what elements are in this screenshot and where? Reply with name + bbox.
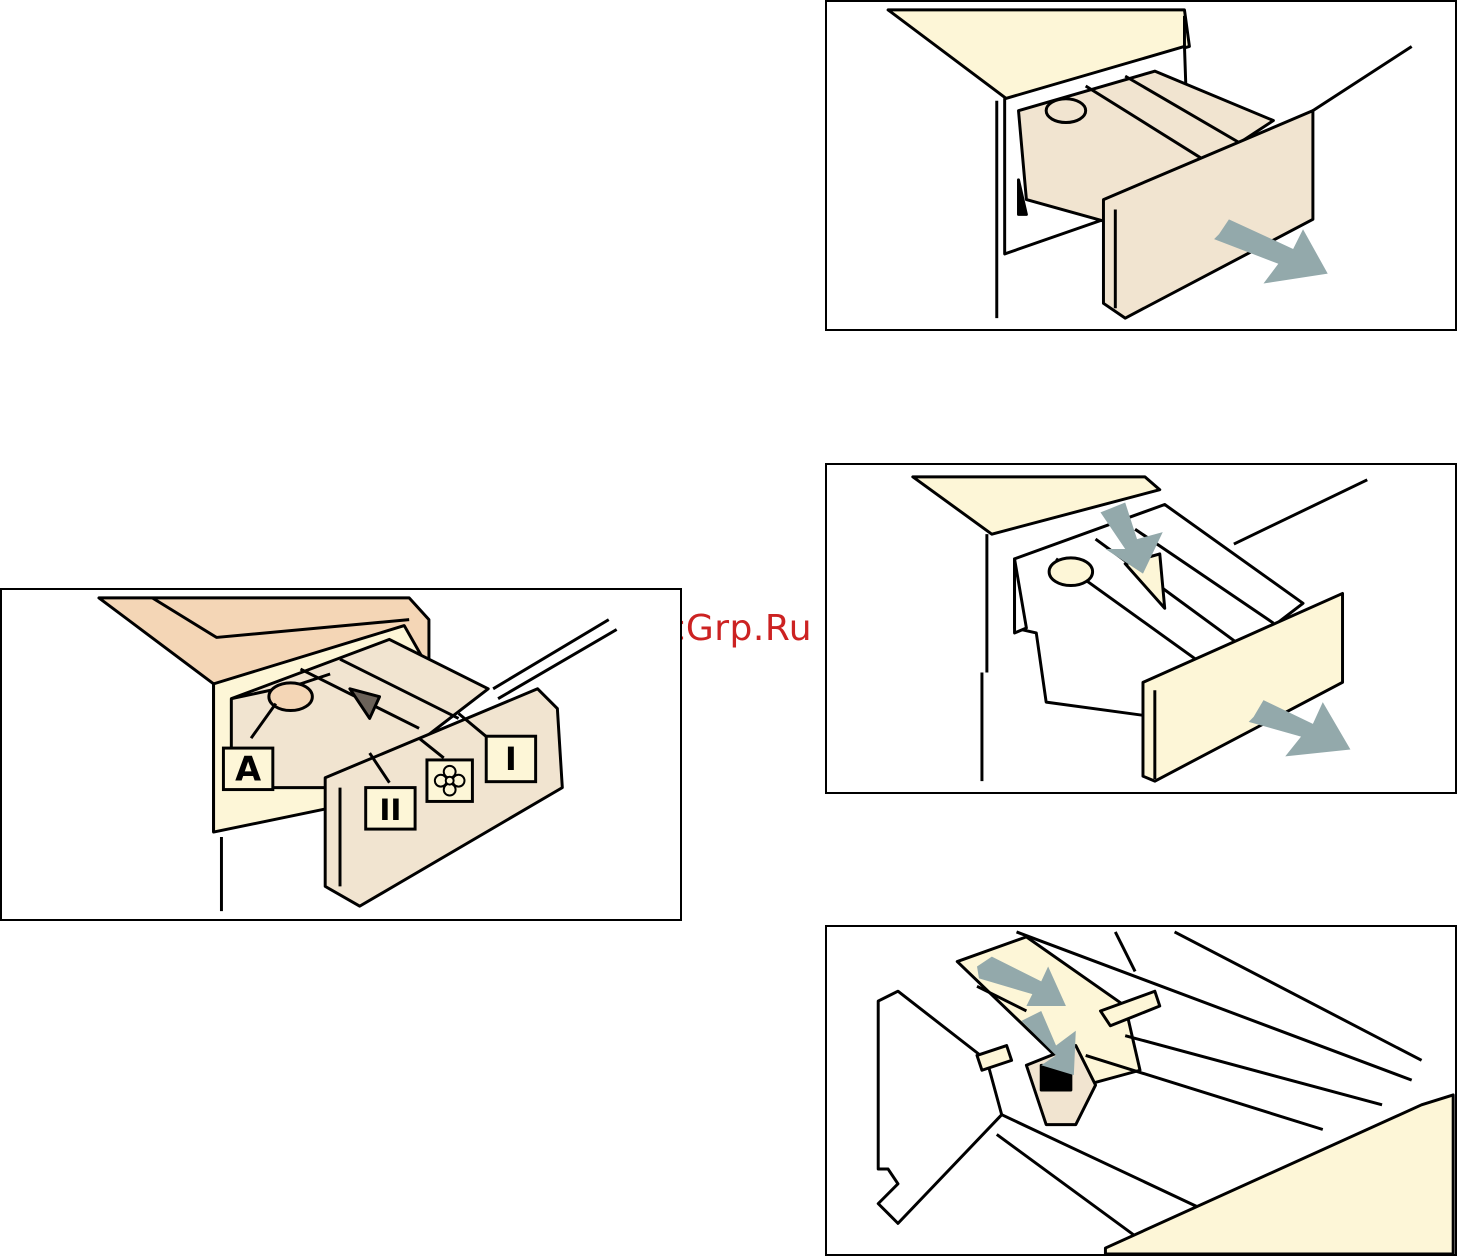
remove-drawer-illustration — [827, 465, 1455, 792]
label-prewash: I — [505, 742, 517, 778]
siphon-illustration — [827, 927, 1455, 1254]
label-main-wash: II — [379, 792, 401, 827]
figure-remove-drawer — [825, 463, 1457, 794]
label-siphon: A — [235, 750, 261, 789]
pull-arrow-icon — [1249, 700, 1351, 756]
figure-dispenser-compartments: A II I — [0, 588, 682, 921]
figure-pull-out-drawer — [825, 0, 1457, 331]
figure-remove-siphon — [825, 925, 1457, 1256]
pull-drawer-illustration — [827, 2, 1455, 329]
dispenser-illustration: A II I — [2, 590, 680, 919]
